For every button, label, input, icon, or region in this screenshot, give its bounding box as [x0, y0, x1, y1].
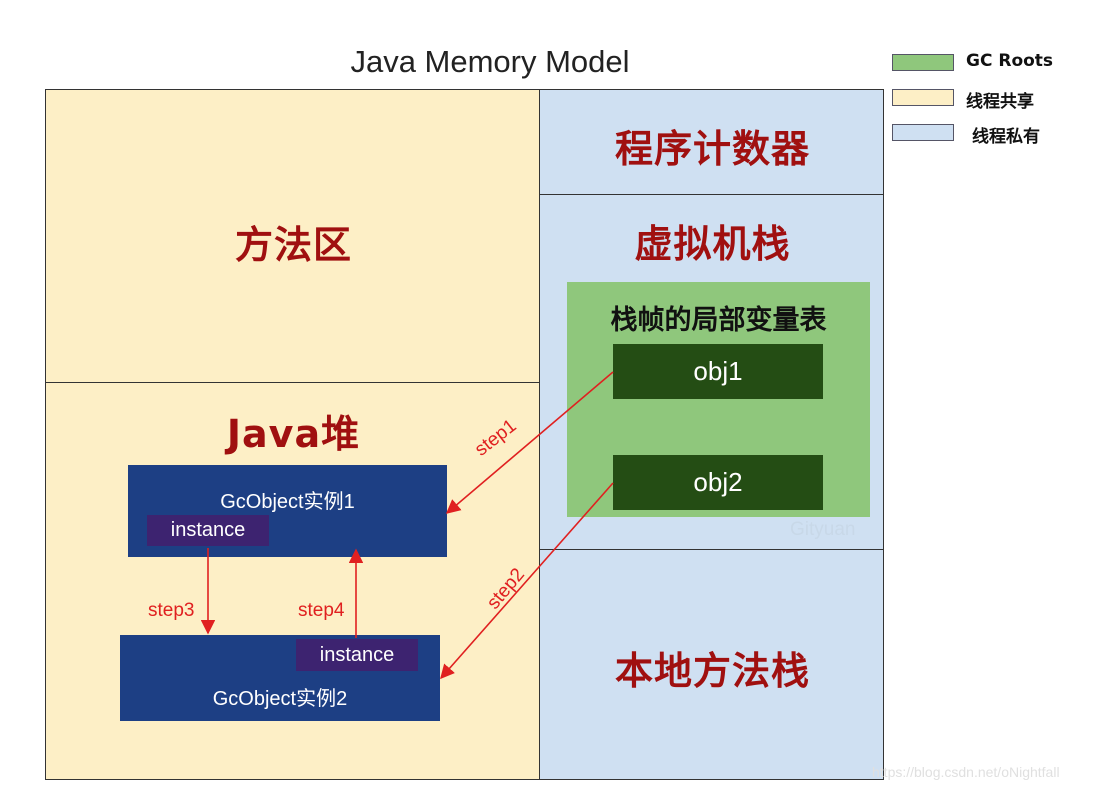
step3-label: step3	[148, 600, 195, 621]
csdn-watermark: https://blog.csdn.net/oNightfall	[872, 764, 1060, 780]
legend-swatch-private	[892, 124, 954, 141]
gcobject-instance-1-label: GcObject实例1	[220, 491, 355, 513]
native-method-stack-label: 本地方法栈	[614, 649, 810, 693]
obj1-box: obj1	[613, 344, 823, 399]
gcobject-2-instance-field: instance	[296, 639, 418, 671]
program-counter-region: 程序计数器	[539, 89, 884, 195]
java-heap-label: Java堆	[226, 412, 361, 456]
legend-swatch-gc-roots	[892, 54, 954, 71]
gityuan-watermark: Gityuan	[790, 519, 856, 540]
native-method-stack-region: 本地方法栈	[539, 549, 884, 780]
legend-label-private: 线程私有	[972, 127, 1040, 147]
gcobject-1-instance-field: instance	[147, 515, 269, 546]
vm-stack-label: 虚拟机栈	[634, 222, 791, 266]
step4-label: step4	[298, 600, 345, 621]
diagram-title: Java Memory Model	[350, 44, 630, 79]
legend-label-gc-roots: GC Roots	[966, 51, 1054, 71]
obj2-label: obj2	[693, 467, 743, 497]
legend-swatch-shared	[892, 89, 954, 106]
gcobject-instance-2-label: GcObject实例2	[212, 688, 348, 710]
step2-arrow	[440, 482, 614, 680]
obj1-label: obj1	[693, 356, 743, 386]
program-counter-label: 程序计数器	[614, 127, 810, 171]
legend-label-shared: 线程共享	[966, 92, 1034, 112]
method-area-label: 方法区	[234, 223, 352, 267]
method-area-region: 方法区	[45, 89, 540, 383]
step1-arrow	[445, 371, 614, 514]
gcobject-instance-1: GcObject实例1	[128, 465, 447, 557]
obj2-box: obj2	[613, 455, 823, 510]
stack-frame-title: 栈帧的局部变量表	[610, 305, 827, 336]
